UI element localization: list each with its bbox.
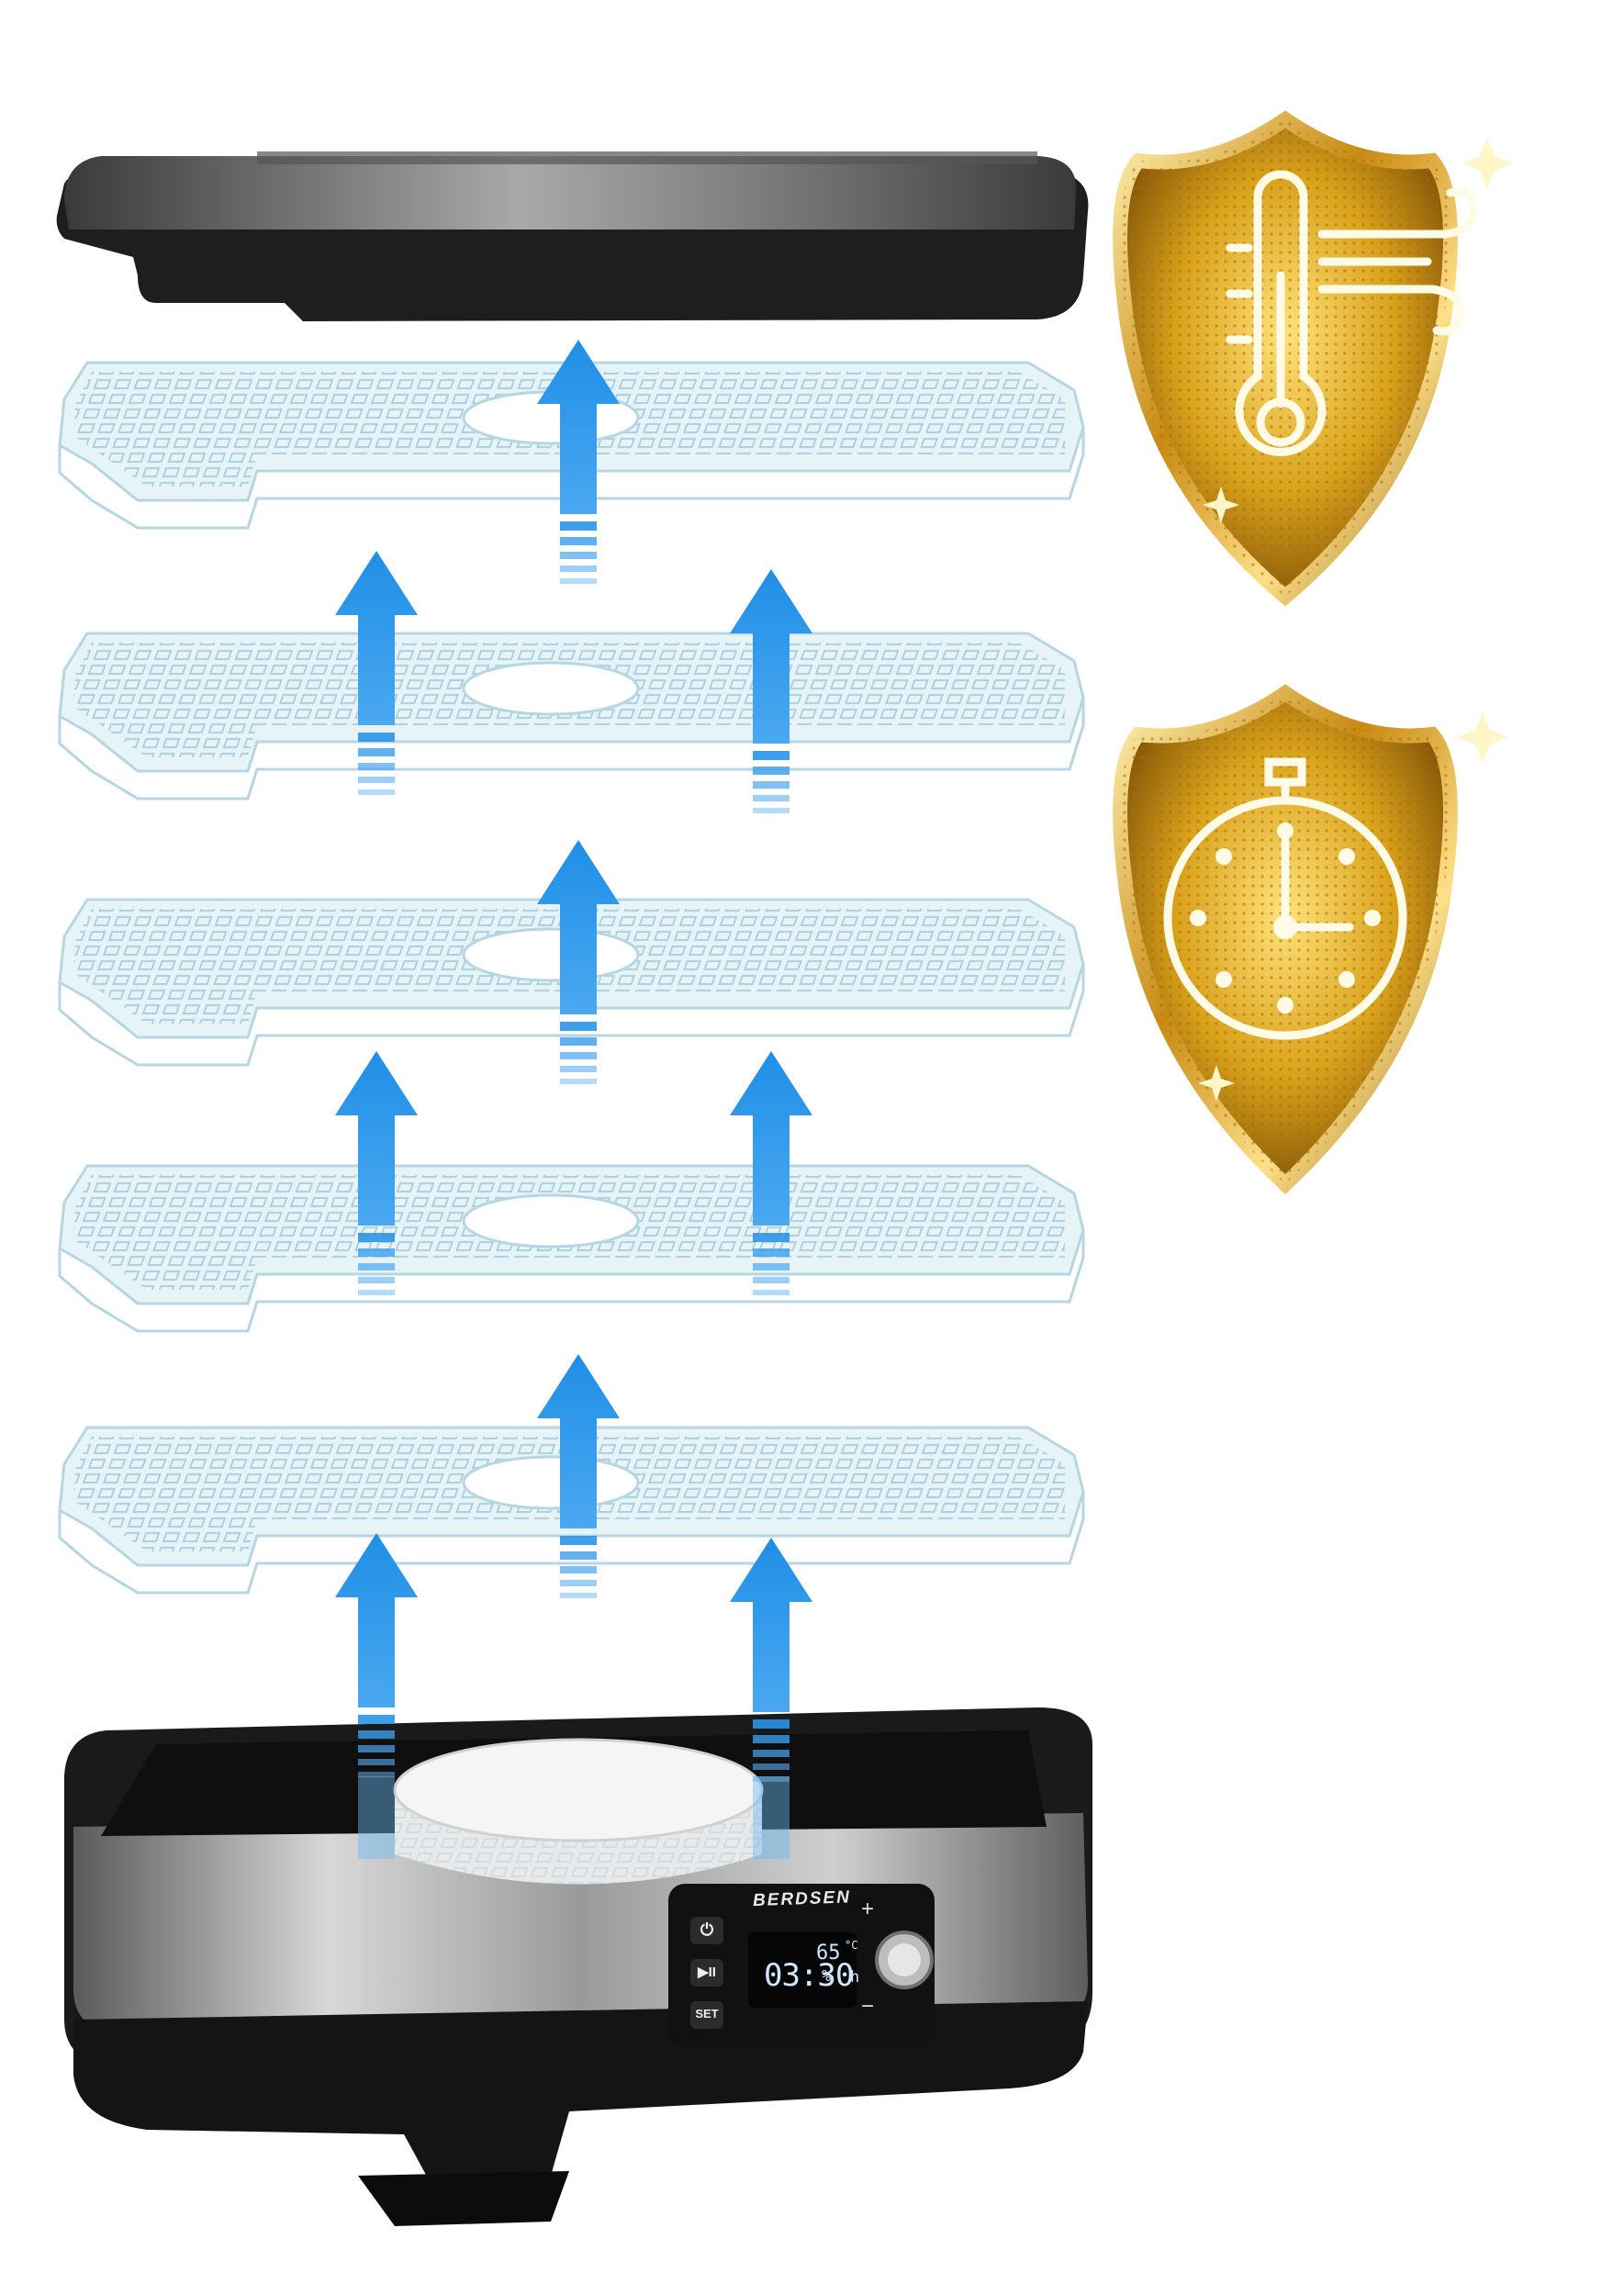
dehydrator-base: [64, 1707, 1092, 2226]
airflow-arrows: [335, 340, 812, 1859]
set-button[interactable]: [690, 2001, 723, 2029]
dehydrator-lid: [56, 151, 1089, 321]
stopwatch-icon: [1113, 684, 1508, 1194]
lcd-display: [748, 1932, 857, 2008]
thermometer-wind-icon: [1113, 110, 1513, 607]
power-button[interactable]: [690, 1917, 723, 1944]
tray-2: [58, 632, 1085, 800]
play-pause-button[interactable]: [690, 1959, 723, 1987]
tray-4: [58, 1164, 1085, 1333]
